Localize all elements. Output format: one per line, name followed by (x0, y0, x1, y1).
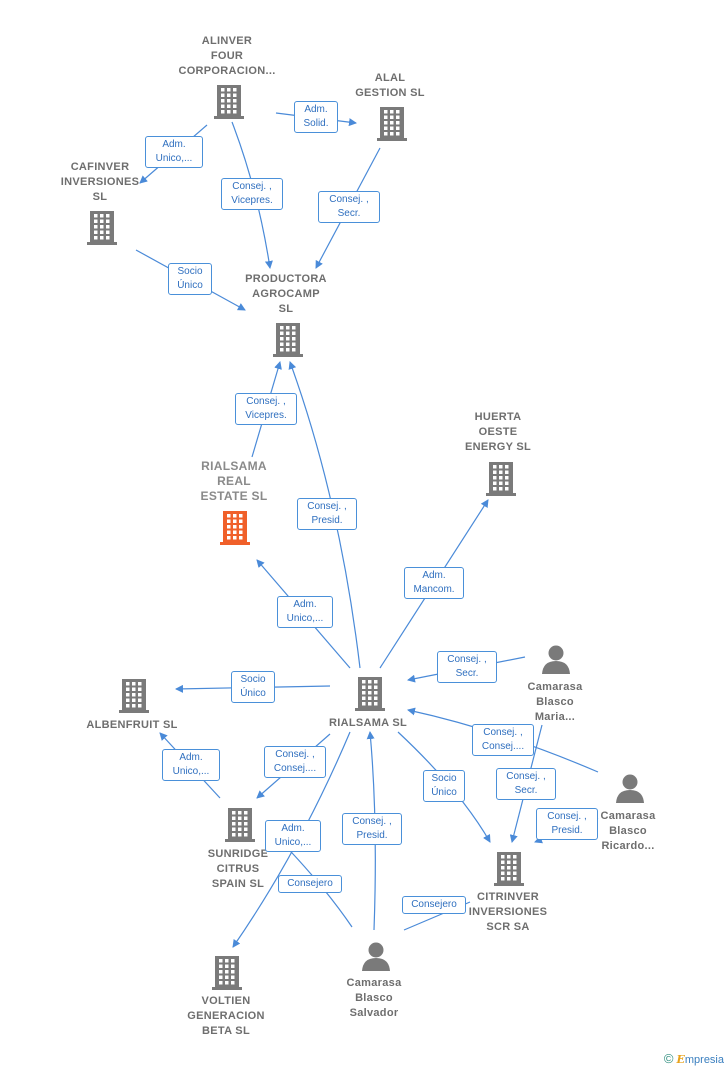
edge-label-consej-presid[interactable]: Consej. , Presid. (297, 498, 357, 530)
edge-label-adm-unico[interactable]: Adm. Unico,... (145, 136, 203, 168)
node-label: ALINVER FOUR CORPORACION... (178, 35, 276, 77)
edge-label-consej-presid-2[interactable]: Consej. , Presid. (536, 808, 598, 840)
edge-label-consej-secr[interactable]: Consej. , Secr. (318, 191, 380, 223)
edge-label-consejero[interactable]: Consejero (278, 875, 342, 893)
edge-label-socio-unico-3[interactable]: Socio Único (423, 770, 465, 802)
node-voltien[interactable]: VOLTIEN GENERACION BETA SL (166, 994, 286, 1039)
edge-label-consej-consej[interactable]: Consej. , Consej.... (472, 724, 534, 756)
edge-label-consej-secr-2[interactable]: Consej. , Secr. (437, 651, 497, 683)
building-icon[interactable] (494, 851, 524, 892)
node-label: RIALSAMA REAL ESTATE SL (200, 459, 268, 503)
building-icon[interactable] (87, 210, 117, 251)
node-huerta[interactable]: HUERTA OESTE ENERGY SL (438, 410, 558, 455)
edge-label-socio-unico-2[interactable]: Socio Único (231, 671, 275, 703)
node-alal[interactable]: ALAL GESTION SL (330, 71, 450, 101)
edge-label-consejero-2[interactable]: Consejero (402, 896, 466, 914)
edge-label-consej-vicepres[interactable]: Consej. , Vicepres. (221, 178, 283, 210)
building-icon[interactable] (355, 676, 385, 717)
node-camarasa-maria[interactable]: Camarasa Blasco Maria... (495, 680, 615, 725)
node-camarasa-salvador[interactable]: Camarasa Blasco Salvador (314, 976, 434, 1021)
building-icon[interactable] (486, 461, 516, 502)
edge-label-adm-mancom[interactable]: Adm. Mancom. (404, 567, 464, 599)
building-icon[interactable] (119, 678, 149, 719)
node-sunridge[interactable]: SUNRIDGE CITRUS SPAIN SL (178, 847, 298, 892)
node-alinver[interactable]: ALINVER FOUR CORPORACION... (167, 34, 287, 79)
brand-name: mpresia (684, 1054, 724, 1066)
node-productora[interactable]: PRODUCTORA AGROCAMP SL (226, 272, 346, 317)
edge-label-consej-presid-3[interactable]: Consej. , Presid. (342, 813, 402, 845)
node-cafinver[interactable]: CAFINVER INVERSIONES SL (40, 160, 160, 205)
node-camarasa-ricardo[interactable]: Camarasa Blasco Ricardo... (568, 809, 688, 854)
node-citrinver[interactable]: CITRINVER INVERSIONES SCR SA (448, 890, 568, 935)
node-label: CAFINVER INVERSIONES SL (60, 161, 140, 203)
building-icon[interactable] (212, 955, 242, 996)
node-label: Camarasa Blasco Salvador (346, 977, 402, 1019)
person-icon[interactable] (361, 941, 391, 978)
person-icon[interactable] (541, 644, 571, 681)
edge-label-adm-solid[interactable]: Adm. Solid. (294, 101, 338, 133)
edge-label-adm-unico-4[interactable]: Adm. Unico,... (265, 820, 321, 852)
node-label: PRODUCTORA AGROCAMP SL (245, 273, 327, 315)
edge-label-socio-unico[interactable]: Socio Único (168, 263, 212, 295)
building-icon[interactable] (220, 510, 250, 551)
edge-label-adm-unico-3[interactable]: Adm. Unico,... (162, 749, 220, 781)
edge-label-consej-consej-2[interactable]: Consej. , Consej.... (264, 746, 326, 778)
node-label: CITRINVER INVERSIONES SCR SA (468, 891, 548, 933)
node-label: ALAL GESTION SL (355, 72, 425, 99)
node-label: ALBENFRUIT SL (86, 719, 178, 731)
brand-footer: © Empresia (664, 1051, 724, 1066)
building-icon[interactable] (225, 807, 255, 848)
node-label: RIALSAMA SL (328, 717, 408, 729)
person-icon[interactable] (615, 773, 645, 810)
building-icon[interactable] (273, 322, 303, 363)
edge-label-consej-vicepres-2[interactable]: Consej. , Vicepres. (235, 393, 297, 425)
node-rialsama[interactable]: RIALSAMA SL (308, 716, 428, 731)
node-label: Camarasa Blasco Ricardo... (600, 810, 656, 852)
node-label: SUNRIDGE CITRUS SPAIN SL (207, 848, 269, 890)
brand-initial: E (676, 1053, 685, 1066)
building-icon[interactable] (214, 84, 244, 125)
node-label: HUERTA OESTE ENERGY SL (464, 411, 532, 453)
copyright-icon: © (663, 1051, 674, 1066)
node-rialsama-real-estate[interactable]: RIALSAMA REAL ESTATE SL (174, 459, 294, 504)
node-label: Camarasa Blasco Maria... (527, 681, 583, 723)
edge-label-adm-unico-2[interactable]: Adm. Unico,... (277, 596, 333, 628)
edge-label-consej-secr-3[interactable]: Consej. , Secr. (496, 768, 556, 800)
building-icon[interactable] (377, 106, 407, 147)
node-albenfruit[interactable]: ALBENFRUIT SL (72, 718, 192, 733)
node-label: VOLTIEN GENERACION BETA SL (187, 995, 265, 1037)
